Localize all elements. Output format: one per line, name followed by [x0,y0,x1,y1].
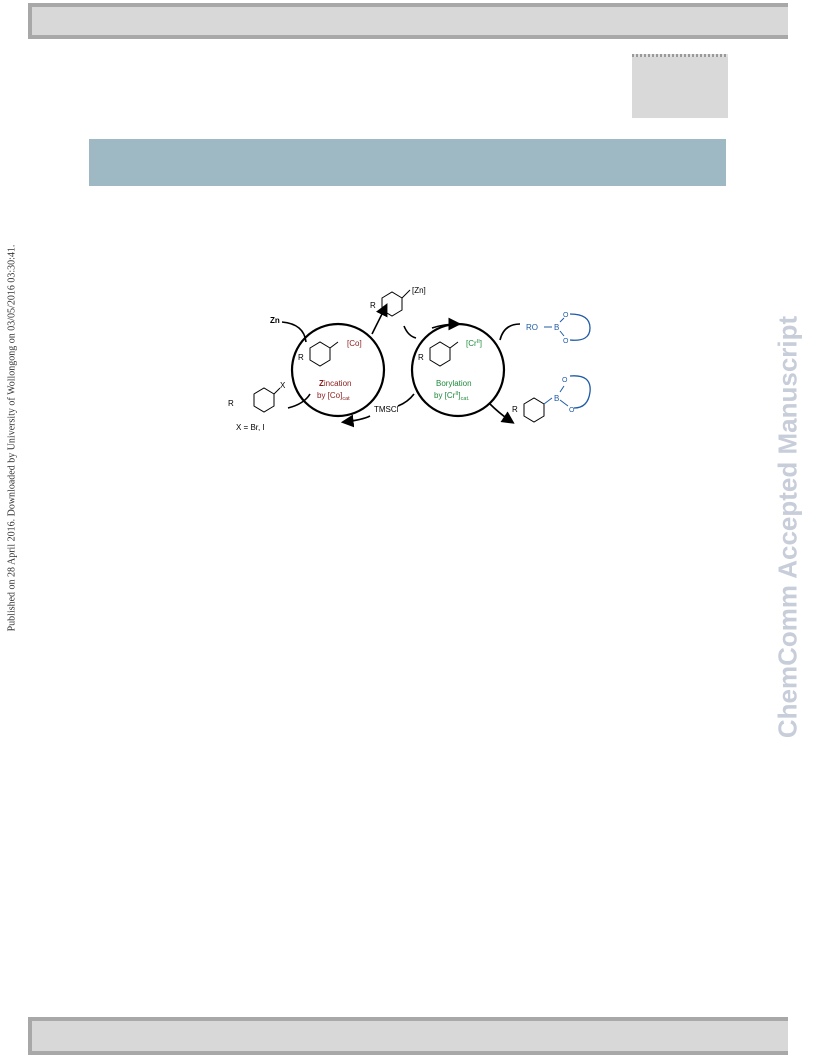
aryl-halide-bond [273,387,281,395]
title-banner [89,139,726,186]
product-exit-arrow [489,403,515,424]
tmscl-label: TMSCl [374,405,399,414]
borylation-title: Borylation [436,379,472,388]
zincation-cycle-circle [290,322,386,418]
arylzinc-bond [401,289,411,299]
aryl-halide-entry-curve [287,393,311,409]
cobalt-intermediate: R [Co] [298,339,362,367]
aryl-halide-r: R [228,399,234,408]
boron-reagent-backbone [569,313,591,341]
product-o2: O [569,407,575,414]
journal-thumbnail [632,54,728,118]
reaction-scheme-svg: Zn R X X = Br, I R [Co] Zincation by [Co… [228,286,591,432]
chromium-label: [CrII] [466,339,482,348]
product-r: R [512,405,518,414]
halide-note: X = Br, I [236,423,265,432]
borylation-cycle-circle [410,322,506,418]
chromium-intermediate-ring [429,341,451,367]
borylated-product: R B O O [512,375,591,423]
cobalt-intermediate-bond [329,341,339,349]
boron-reagent-o2-bond [559,330,565,337]
borylation-top-arrow [431,317,462,331]
reaction-scheme: Zn R X X = Br, I R [Co] Zincation by [Co… [220,276,600,452]
product-o2-bond [559,399,569,407]
boron-reagent-entry-curve [499,323,521,341]
footer-bar [28,1017,788,1055]
aryl-halide-x: X [280,381,286,390]
tmscl-entry-curve [397,393,415,407]
header-bar [28,3,788,39]
chromium-intermediate-r: R [418,353,424,362]
boron-reagent: RO B O O [526,312,591,345]
cobalt-label: [Co] [347,339,362,348]
aryl-halide-ring [253,387,275,413]
chromium-intermediate: R [CrII] [418,339,482,367]
borylation-cycle [397,317,521,424]
boron-reagent-o1-bond [559,317,565,323]
publication-note-text: Published on 28 April 2016. Downloaded b… [6,244,18,632]
product-backbone [569,375,591,409]
zincation-catalyst: by [Co]cat [317,391,350,402]
zincation-return-arrow [340,414,371,428]
product-b: B [554,394,559,403]
product-o1: O [562,377,568,384]
boron-reagent-o1: O [563,312,569,319]
arylzinc-label: [Zn] [412,286,426,295]
zinc-entry-curve [281,321,307,343]
borylation-catalyst: by [CrII]cat. [434,391,470,402]
cobalt-intermediate-r: R [298,353,304,362]
boron-reagent-b: B [554,323,559,332]
arylzinc-ring [381,291,403,317]
thumbnail-strip [632,54,728,57]
zincation-title: Zincation [319,379,351,388]
watermark-text: ChemComm Accepted Manuscript [772,315,803,739]
arylzinc-intermediate: R [Zn] [370,286,426,317]
arylzinc-exit-arrow [371,303,388,335]
zinc-reagent: Zn [270,316,280,325]
boron-reagent-o2: O [563,338,569,345]
product-cb-bond [543,397,553,405]
product-ring [523,397,545,423]
aryl-halide: R X X = Br, I [228,381,286,432]
chromium-intermediate-bond [449,341,459,349]
arylzinc-entry-curve [403,325,417,339]
zincation-cycle [281,303,388,428]
product-o1-bond [559,385,565,393]
cobalt-intermediate-ring [309,341,331,367]
boron-reagent-ro: RO [526,323,538,332]
arylzinc-r: R [370,301,376,310]
